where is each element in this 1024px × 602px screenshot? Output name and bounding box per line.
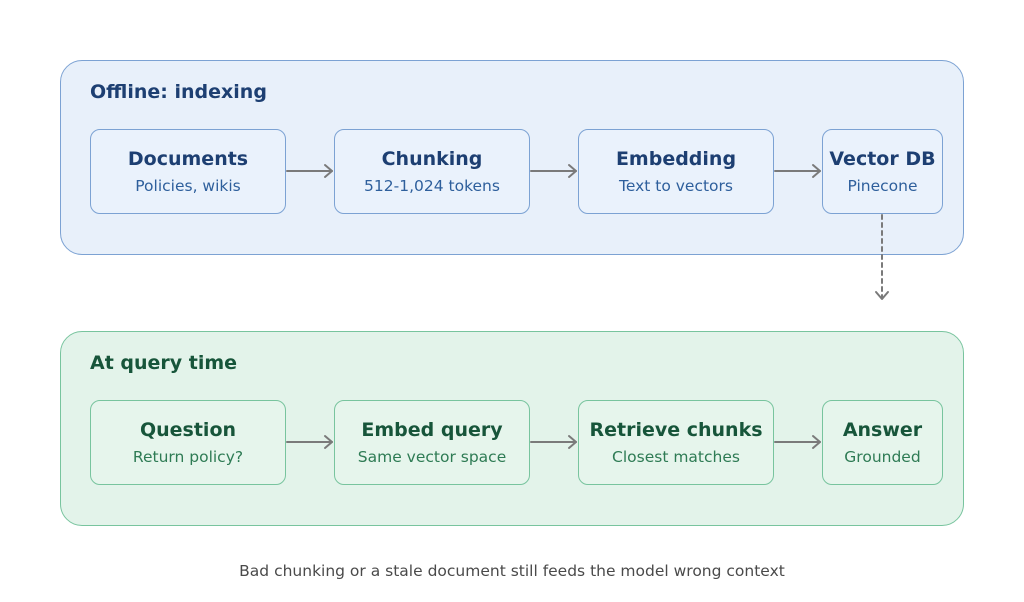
node-chunking: Chunking 512-1,024 tokens bbox=[334, 129, 530, 214]
node-embedding: Embedding Text to vectors bbox=[578, 129, 774, 214]
node-subtitle: Policies, wikis bbox=[135, 176, 241, 195]
node-answer: Answer Grounded bbox=[822, 400, 943, 485]
node-title: Question bbox=[139, 418, 237, 441]
node-title: Retrieve chunks bbox=[589, 418, 763, 441]
node-documents: Documents Policies, wikis bbox=[90, 129, 286, 214]
node-subtitle: Grounded bbox=[844, 447, 921, 466]
node-subtitle: 512-1,024 tokens bbox=[364, 176, 500, 195]
offline-panel-title: Offline: indexing bbox=[90, 81, 267, 103]
node-title: Chunking bbox=[381, 147, 483, 170]
node-subtitle: Return policy? bbox=[132, 447, 244, 466]
node-title: Answer bbox=[842, 418, 923, 441]
node-vector-db: Vector DB Pinecone bbox=[822, 129, 943, 214]
node-title: Vector DB bbox=[829, 147, 936, 170]
node-retrieve-chunks: Retrieve chunks Closest matches bbox=[578, 400, 774, 485]
node-title: Embedding bbox=[615, 147, 737, 170]
node-subtitle: Closest matches bbox=[612, 447, 740, 466]
node-embed-query: Embed query Same vector space bbox=[334, 400, 530, 485]
node-subtitle: Pinecone bbox=[847, 176, 918, 195]
node-question: Question Return policy? bbox=[90, 400, 286, 485]
query-panel-title: At query time bbox=[90, 352, 238, 374]
node-subtitle: Text to vectors bbox=[618, 176, 733, 195]
node-title: Documents bbox=[127, 147, 249, 170]
diagram-caption: Bad chunking or a stale document still f… bbox=[239, 562, 785, 580]
node-title: Embed query bbox=[361, 418, 503, 441]
node-subtitle: Same vector space bbox=[357, 447, 507, 466]
